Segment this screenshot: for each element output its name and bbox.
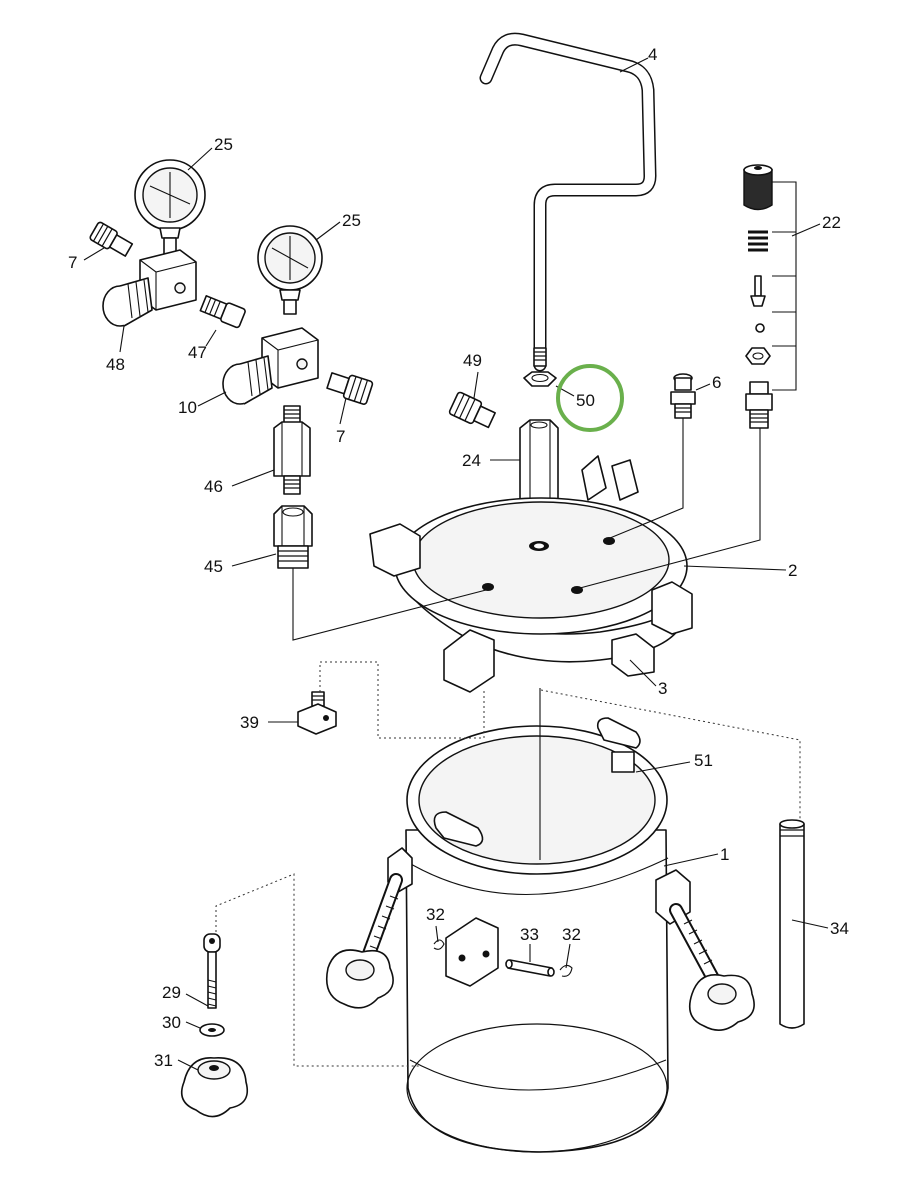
label-25-left: 25 xyxy=(214,135,233,154)
part-25-gauge-left xyxy=(134,159,206,255)
label-50: 50 xyxy=(576,391,595,410)
label-33: 33 xyxy=(520,925,539,944)
label-6: 6 xyxy=(712,373,721,392)
assembly-solid-lines xyxy=(292,418,761,860)
label-51: 51 xyxy=(694,751,713,770)
label-32-left: 32 xyxy=(426,905,445,924)
label-4: 4 xyxy=(648,45,657,64)
part-22-safety-valve xyxy=(743,164,797,429)
label-25-right: 25 xyxy=(342,211,361,230)
callout-labels: 4 25 25 22 7 48 47 10 7 49 50 6 24 46 45… xyxy=(68,45,849,1070)
label-31: 31 xyxy=(154,1051,173,1070)
part-46-extension xyxy=(273,405,311,495)
part-45-coupling xyxy=(273,505,313,569)
part-48-regulator-knob xyxy=(102,277,153,327)
part-33-pin xyxy=(505,959,555,977)
label-48: 48 xyxy=(106,355,125,374)
part-49-connector xyxy=(448,391,496,429)
label-1: 1 xyxy=(720,845,729,864)
label-39: 39 xyxy=(240,713,259,732)
label-29: 29 xyxy=(162,983,181,1002)
part-6-valve xyxy=(670,373,696,419)
label-45: 45 xyxy=(204,557,223,576)
tank-clamp-screw-right xyxy=(669,903,755,1031)
part-34-tube xyxy=(779,819,805,1029)
part-30-washer xyxy=(199,1023,225,1037)
part-7-fitting-left xyxy=(89,221,134,257)
tank-clamp-screw-left xyxy=(325,873,403,1009)
label-49: 49 xyxy=(463,351,482,370)
label-47: 47 xyxy=(188,343,207,362)
label-46: 46 xyxy=(204,477,223,496)
part-50-nut xyxy=(523,371,557,387)
label-24: 24 xyxy=(462,451,481,470)
label-10: 10 xyxy=(178,398,197,417)
label-2: 2 xyxy=(788,561,797,580)
label-34: 34 xyxy=(830,919,849,938)
regulator-block-left xyxy=(139,249,197,311)
part-25-gauge-right xyxy=(257,225,323,315)
highlight-circle xyxy=(556,364,624,432)
part-1-tank xyxy=(387,717,691,1153)
label-30: 30 xyxy=(162,1013,181,1032)
part-2-lid xyxy=(369,455,693,693)
assembly-dashed-lines xyxy=(215,661,801,1067)
part-29-clamp-bolt xyxy=(203,933,221,1009)
part-10-regulator-knob xyxy=(222,355,273,405)
label-7-right: 7 xyxy=(336,427,345,446)
part-7-fitting-right xyxy=(326,372,374,405)
label-32-right: 32 xyxy=(562,925,581,944)
label-22: 22 xyxy=(822,213,841,232)
part-4-pickup-tube xyxy=(479,32,657,372)
part-32-clip-right xyxy=(559,964,573,977)
label-3: 3 xyxy=(658,679,667,698)
label-7-left: 7 xyxy=(68,253,77,272)
part-31-knob xyxy=(180,1057,249,1118)
part-39-lock-block xyxy=(297,691,337,735)
part-47-nipple xyxy=(199,295,246,329)
